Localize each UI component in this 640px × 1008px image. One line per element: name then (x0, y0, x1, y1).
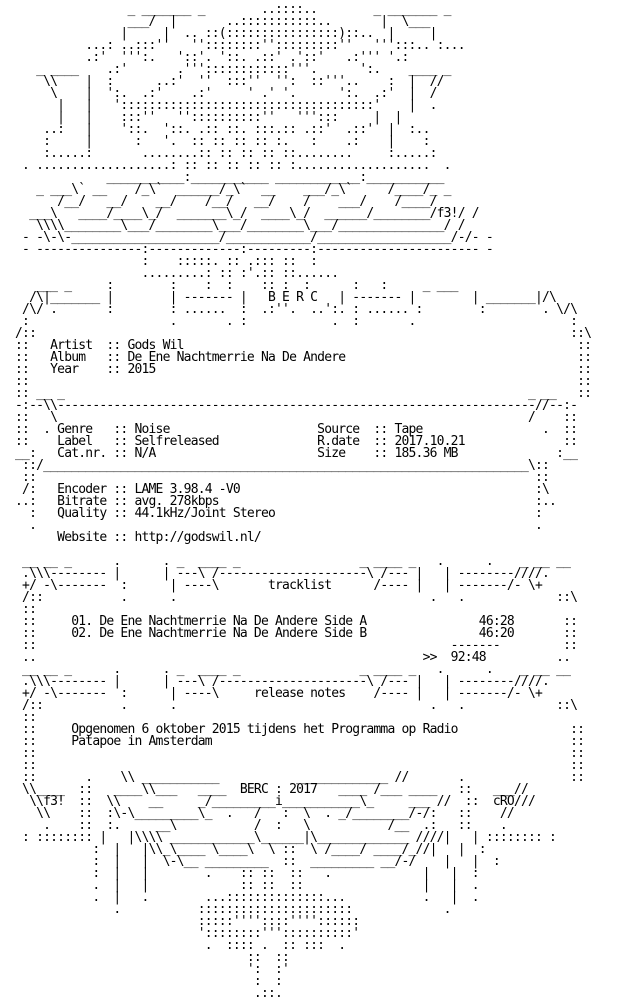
nfo-line: :: \ / :: (8, 410, 578, 425)
nfo-line: . | | :: :: :: | | . (8, 878, 479, 893)
nfo-line: :: :: (8, 470, 550, 485)
nfo-line: . ...................: :: :: :: :: :: :.… (8, 158, 451, 173)
nfo-line: : | |\\_\____ \____\ \ :: \ /____/ ____/… (8, 842, 486, 857)
nfo-line: _ _______ _ ..::::.. _ _______ _ (8, 2, 451, 17)
nfo-line: - ---------------:-------------:--------… (8, 242, 494, 257)
nfo-line: \ | ':. .:' .:' ' .' '. ':. .:' | / (8, 86, 437, 101)
nfo-line: :: ------- :: (8, 638, 578, 653)
nfo-line: /\/ . : : ...... : .:''. ..':. : ...... … (8, 302, 578, 317)
nfo-line: . . (8, 518, 543, 533)
nfo-line: -:--\\----------------------------------… (8, 398, 578, 413)
nfo-line: | | .. ::(::::::::::::::::)::.. | | (8, 26, 437, 41)
nfo-line: ...: ..:::'' ''::::::::'':::::::::'' '''… (8, 38, 465, 53)
nfo-line: :: (8, 602, 37, 617)
nfo-line: \\\\________\___/________\___/________\_… (8, 218, 465, 233)
nfo-line: .. >> 92:48 .. (8, 650, 571, 665)
nfo-line: :: (8, 710, 37, 725)
nfo-line: ___\ ____/____\_/ _______\_/ ____\_/ ___… (8, 206, 480, 221)
nfo-line: +/ -\------- : | ----\ release notes /--… (8, 686, 543, 701)
nfo-line: ___/ | ..:::::::::::.. | \___ (8, 14, 430, 29)
nfo-line: :: . \\ ___________ _____________ // . :… (8, 770, 585, 785)
nfo-line: ..: | '::. '::. .:: ::. :::.:: .::' .::'… (8, 122, 430, 137)
nfo-line: : . . : . : . : (8, 314, 578, 329)
nfo-line: Website :: http://godswil.nl/ (8, 530, 262, 545)
nfo-line: :: :: (8, 746, 585, 761)
nfo-line: :: . Genre :: Noise Source :: Tape . :: (8, 422, 578, 437)
nfo-line: :: :: (8, 758, 585, 773)
nfo-line: .:' ''':. '::'. '::. .::' .'::' .:''' '.… (8, 50, 409, 65)
nfo-line: ___ _ : : : : :: : : : : _ ___ (8, 278, 458, 293)
nfo-line: :.....: ........:: :: :: :: ::........ :… (8, 146, 437, 161)
nfo-line: : :::::::: | |\\\\ ____________\______|\… (8, 830, 557, 845)
nfo-line: . | . ...::::::::::::::... . | . (8, 890, 479, 905)
nfo-ascii-art-document: _ _______ _ ..::::.. _ _______ _ ___/ | … (8, 2, 592, 1001)
nfo-line: /__/ __/ __/ /__/ __/ / ___/ /____/ (8, 194, 437, 209)
nfo-line: .::. (8, 986, 283, 1001)
nfo-line: \\ :: :\-\_________\_ . / : \ . _/______… (8, 806, 515, 821)
nfo-line: : : (8, 974, 283, 989)
nfo-line: '::::::::'''::::::::::' (8, 926, 360, 941)
nfo-line: /:: ::\ (8, 326, 592, 341)
nfo-line: _ ____ .:' .'''::::::::::::'''. ':. ____… (8, 62, 451, 77)
nfo-line: :: 02. De Ene Nachtmerrie Na De Andere S… (8, 626, 578, 641)
nfo-line: __ __ _ . . _ ____ _ _ ____ _ . . _ __ _… (8, 662, 571, 677)
nfo-line: _ ___\` __ /_\` ______/_\` __ ___/_\` /_… (8, 182, 451, 197)
nfo-line: : | : '. :: :: :: :: :. : .: | : (8, 134, 430, 149)
nfo-line: /:: . . . . ::\ (8, 698, 578, 713)
nfo-line: /: Encoder :: LAME 3.98.4 -V0 :\ (8, 482, 550, 497)
nfo-line: __ __ _ . . _ ____ _ _ ____ _ . . _ __ _… (8, 554, 571, 569)
nfo-line: . :::::::::::::::::::::: . (8, 902, 451, 917)
nfo-line: . :: :. __\ / : \ /__ .: :: . (8, 818, 508, 833)
nfo-line: : | | . :: :: :: . | | : (8, 866, 479, 881)
nfo-line: :: Artist :: Gods Wil :: (8, 338, 592, 353)
nfo-line: - -\-\-_____________________/___________… (8, 230, 494, 245)
nfo-line: :: :: (8, 950, 290, 965)
nfo-line: | | :::'' ''::::::::::'' '''::: | | (8, 110, 402, 125)
nfo-line: :: Label :: Selfreleased R.date :: 2017.… (8, 434, 578, 449)
nfo-line: ::/_____________________________________… (8, 458, 550, 473)
nfo-line: :: Album :: De Ene Nachtmerrie Na De And… (8, 350, 592, 365)
nfo-line: \\____ :: ____\\___ ____ BERC : 2017 ___… (8, 782, 529, 797)
nfo-line: : | | \-\__ _________ :: _________ __/-/… (8, 854, 500, 869)
nfo-line: ..: Bitrate :: avg. 278kbps :.. (8, 494, 557, 509)
nfo-line: \\f3! :: \\ __ _/_________i___________\_… (8, 794, 536, 809)
nfo-line: ___________:___________ ____________:___… (8, 170, 444, 185)
nfo-line: /\|_______ | | ------- | B E R C | -----… (8, 290, 557, 305)
nfo-line: .\\\-------- | | ---\ /-----------------… (8, 566, 550, 581)
nfo-line: +/ -\------- : | ----\ tracklist /---- |… (8, 578, 543, 593)
nfo-line: . :::: . :: ::: . (8, 938, 346, 953)
nfo-line: :::::''''::::'''':::::: (8, 914, 360, 929)
nfo-line: | | ':::::::::::::::::::::::::::::::::::… (8, 98, 437, 113)
nfo-line: :: Patapoe in Amsterdam :: (8, 734, 585, 749)
nfo-line: ': :' (8, 962, 290, 977)
nfo-line: :: 01. De Ene Nachtmerrie Na De Andere S… (8, 614, 578, 629)
nfo-line: :: Opgenomen 6 oktober 2015 tijdens het … (8, 722, 585, 737)
nfo-line: :: :: (8, 374, 592, 389)
nfo-line: : :::::. :: .::: :: : (8, 254, 318, 269)
nfo-line: :: __ _ _ __ :: (8, 386, 592, 401)
nfo-line: __: Cat.nr. :: N/A Size :: 185.36 MB :__ (8, 446, 578, 461)
nfo-line: :: Year :: 2015 :: (8, 362, 592, 377)
nfo-line: \\ | : ..:' '' :::'' '': ::'''.. : | // (8, 74, 444, 89)
nfo-line: : Quality :: 44.1kHz/Joint Stereo : (8, 506, 543, 521)
nfo-line: .........: :: :'.:: ::...... (8, 266, 340, 281)
nfo-line: /:: . . . . ::\ (8, 590, 578, 605)
nfo-line: .\\\-------- | | ---\ /-----------------… (8, 674, 550, 689)
